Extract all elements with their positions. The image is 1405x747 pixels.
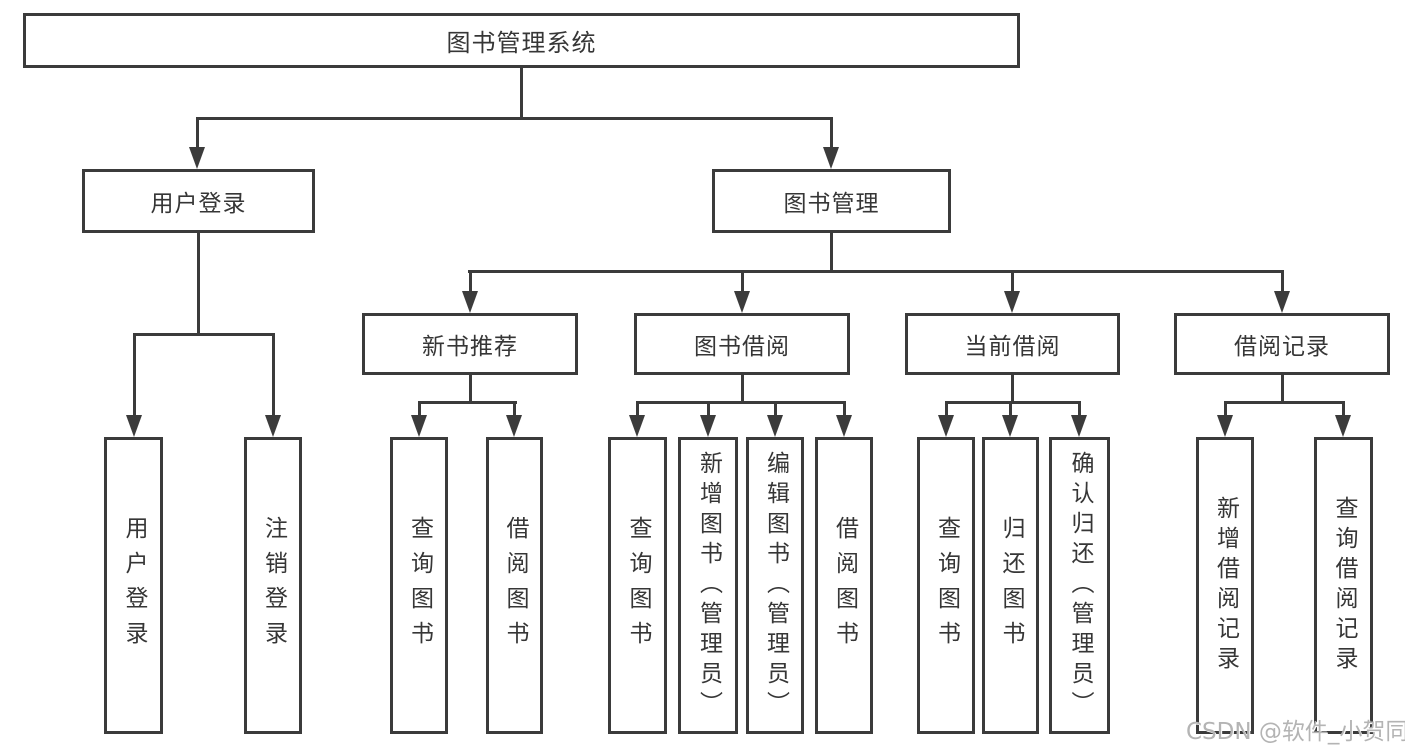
connector-vline [830,117,833,150]
arrow-down-icon [411,415,427,437]
leaf-return-books: 归还图书 [982,437,1039,734]
node-label: 借阅图书 [831,515,858,656]
connector-vline [197,233,200,336]
arrow-down-icon [126,415,142,437]
arrow-down-icon [265,415,281,437]
arrow-down-icon [506,415,522,437]
connector-hline [636,401,846,404]
connector-vline [513,401,516,419]
node-label: 图书管理系统 [446,29,597,57]
leaf-add-books-admin: 新增图书（管理员） [678,437,738,734]
arrow-down-icon [836,415,852,437]
connector-vline [741,375,744,404]
node-new-book-recommend: 新书推荐 [362,313,578,375]
node-book-management: 图书管理 [712,169,951,233]
connector-hline [1224,401,1345,404]
connector-vline [1011,375,1014,404]
connector-vline [1342,401,1345,419]
connector-vline [418,401,421,419]
arrow-down-icon [1335,415,1351,437]
connector-vline [1224,401,1227,419]
arrow-down-icon [462,291,478,313]
arrow-down-icon [700,415,716,437]
arrow-down-icon [1217,415,1233,437]
node-label: 借阅记录 [1234,334,1330,360]
arrow-down-icon [767,415,783,437]
node-label: 查询图书 [933,515,960,656]
arrow-down-icon [629,415,645,437]
leaf-logout: 注销登录 [244,437,302,734]
arrow-down-icon [938,415,954,437]
connector-hline [196,117,833,120]
connector-hline [133,333,275,336]
node-label: 查询借阅记录 [1331,495,1357,676]
connector-vline [1078,401,1081,419]
connector-hline [418,401,517,404]
node-book-borrowing: 图书借阅 [634,313,850,375]
connector-vline [945,401,948,419]
connector-vline [830,233,833,272]
node-label: 用户登录 [150,191,247,217]
arrow-down-icon [1002,415,1018,437]
leaf-query-books-recommend: 查询图书 [390,437,448,734]
node-label: 编辑图书（管理员） [762,450,789,721]
connector-vline [520,68,523,118]
node-label: 用户登录 [121,515,147,656]
leaf-confirm-return-admin: 确认归还（管理员） [1049,437,1110,734]
leaf-borrow-books-borrow: 借阅图书 [815,437,873,734]
arrow-down-icon [1004,291,1020,313]
connector-hline [945,401,1081,404]
connector-vline [1281,270,1284,293]
connector-vline [741,270,744,293]
node-label: 确认归还（管理员） [1067,450,1093,721]
arrow-down-icon [189,147,205,169]
leaf-user-login: 用户登录 [104,437,163,734]
node-current-borrowing: 当前借阅 [905,313,1120,375]
connector-hline [468,270,1284,273]
leaf-query-books-current: 查询图书 [917,437,975,734]
connector-vline [1281,375,1284,404]
connector-vline [469,375,472,404]
connector-vline [1011,270,1014,293]
connector-vline [843,401,846,419]
node-label: 查询图书 [625,515,651,656]
node-label: 借阅图书 [502,515,528,656]
connector-vline [272,333,275,417]
node-label: 查询图书 [406,515,433,656]
connector-vline [707,401,710,419]
leaf-edit-books-admin: 编辑图书（管理员） [746,437,804,734]
csdn-watermark: CSDN @软件_小贺同学 [1186,719,1405,745]
node-label: 注销登录 [260,515,287,656]
arrow-down-icon [734,291,750,313]
connector-vline [636,401,639,419]
connector-vline [469,270,472,293]
arrow-down-icon [823,147,839,169]
leaf-borrow-books-recommend: 借阅图书 [486,437,543,734]
arrow-down-icon [1274,291,1290,313]
leaf-query-borrow-record: 查询借阅记录 [1314,437,1373,734]
connector-vline [1009,401,1012,419]
node-label: 新增图书（管理员） [695,450,722,721]
node-label: 归还图书 [998,515,1024,656]
node-label: 当前借阅 [964,334,1061,360]
node-label: 图书借阅 [694,334,790,360]
connector-vline [774,401,777,419]
node-user-login: 用户登录 [82,169,315,233]
node-label: 图书管理 [783,191,880,217]
connector-vline [196,117,199,150]
leaf-query-books-borrow: 查询图书 [608,437,667,734]
node-label: 新增借阅记录 [1212,495,1239,676]
node-borrowing-records: 借阅记录 [1174,313,1390,375]
node-label: 新书推荐 [422,334,518,360]
node-library-management-system: 图书管理系统 [23,13,1020,68]
arrow-down-icon [1071,415,1087,437]
connector-vline [133,333,136,417]
leaf-add-borrow-record: 新增借阅记录 [1196,437,1254,734]
